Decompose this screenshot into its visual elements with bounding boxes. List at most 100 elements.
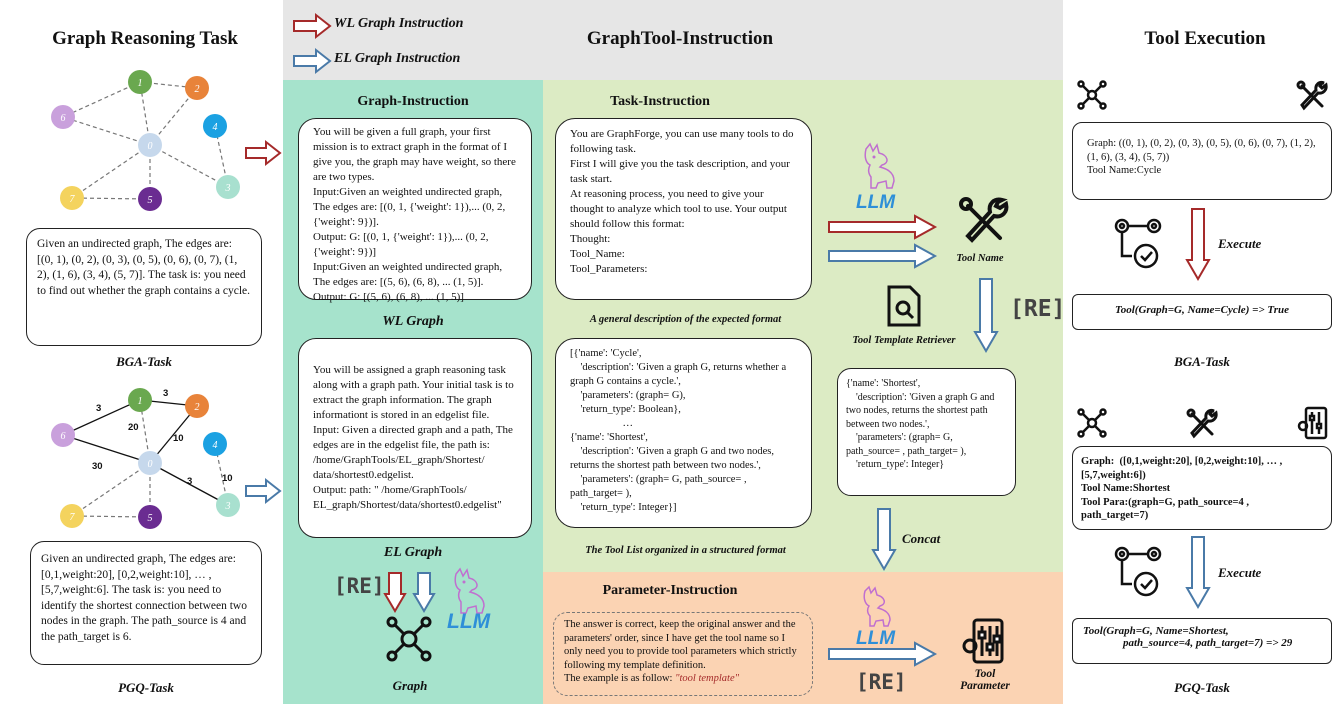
header-band bbox=[283, 0, 1063, 80]
wl-arrow-left bbox=[245, 139, 282, 167]
el-down-arrow bbox=[412, 572, 436, 613]
tool-parameter-icon bbox=[962, 618, 1004, 664]
bga-task-box: Given an undirected graph, The edges are… bbox=[26, 228, 262, 346]
graph-reasoning-task-title: Graph Reasoning Task bbox=[52, 28, 238, 49]
node-label: 5 bbox=[148, 195, 153, 206]
bga-result-box: Tool(Graph=G, Name=Cycle) => True bbox=[1072, 294, 1332, 330]
node-label: 1 bbox=[138, 78, 143, 89]
wl-instruction-box: You will be given a full graph, your fir… bbox=[298, 118, 532, 303]
bga-task-caption: BGA-Task bbox=[116, 354, 172, 369]
pgq-task-text: Given an undirected graph, The edges are… bbox=[41, 553, 250, 643]
graph-icon bbox=[1077, 80, 1107, 110]
node-label: 0 bbox=[148, 141, 153, 152]
el-graph-caption: EL Graph bbox=[383, 545, 443, 560]
wl-arrow-to-tool bbox=[828, 214, 938, 240]
el-legend-label: EL Graph Instruction bbox=[334, 51, 461, 66]
tools-icon bbox=[1186, 408, 1218, 439]
regex-icon: [RE] bbox=[334, 574, 385, 598]
regex-icon: [RE] bbox=[856, 670, 907, 694]
wl-instruction-text: You will be given a full graph, your fir… bbox=[313, 126, 516, 303]
pgq-result-box: Tool(Graph=G, Name=Shortest, path_source… bbox=[1072, 618, 1332, 664]
concat-label: Concat bbox=[902, 531, 941, 546]
tool-list-box: [{'name': 'Cycle', 'description': 'Given… bbox=[555, 338, 812, 528]
node-label: 2 bbox=[195, 84, 200, 95]
gears-check-icon bbox=[1114, 218, 1162, 269]
edge-weight-label: 3 bbox=[187, 476, 192, 487]
llama-icon bbox=[454, 567, 485, 614]
llm-label: LLM bbox=[856, 192, 896, 213]
bga-result-text: (Graph=G, Name=Cycle) => True bbox=[1134, 304, 1289, 316]
format-description-box: You are GraphForge, you can use many too… bbox=[555, 118, 812, 300]
tool-list-caption: The Tool List organized in a structured … bbox=[585, 545, 786, 556]
node-label: 2 bbox=[195, 402, 200, 413]
el-arrow-to-tool bbox=[828, 243, 938, 269]
graph-instruction-title: Graph-Instruction bbox=[357, 94, 469, 109]
tool-list-text: [{'name': 'Cycle', 'description': 'Given… bbox=[570, 348, 787, 513]
execute-label: Execute bbox=[1218, 565, 1262, 580]
node-label: 7 bbox=[70, 194, 76, 205]
el-arrow-left bbox=[245, 477, 282, 505]
task-instruction-title: Task-Instruction bbox=[610, 94, 710, 109]
pgq-task-box: Given an undirected graph, The edges are… bbox=[30, 541, 262, 665]
execute-label: Execute bbox=[1218, 236, 1262, 251]
tool-name-label: Tool Name bbox=[956, 253, 1004, 264]
pgq-task-caption: PGQ-Task bbox=[118, 680, 174, 695]
node-label: 3 bbox=[225, 501, 231, 512]
edge-weight-label: 3 bbox=[96, 403, 101, 414]
bga-execution-input-text: Graph: ((0, 1), (0, 2), (0, 3), (0, 5), … bbox=[1087, 138, 1316, 176]
regex-icon: [RE] bbox=[1010, 296, 1066, 322]
wl-legend-label: WL Graph Instruction bbox=[334, 16, 464, 31]
edge-weight-label: 30 bbox=[92, 461, 103, 472]
tool-execution-title: Tool Execution bbox=[1144, 28, 1266, 49]
el-instruction-text: You will be assigned a graph reasoning t… bbox=[313, 364, 514, 511]
node-label: 5 bbox=[148, 513, 153, 524]
bga-result-tool: Tool bbox=[1115, 304, 1135, 316]
node-label: 6 bbox=[61, 113, 66, 124]
el-legend-arrow bbox=[293, 47, 332, 75]
llama-icon bbox=[864, 142, 895, 189]
graph-icon bbox=[386, 616, 432, 662]
node-label: 4 bbox=[213, 122, 218, 133]
tools-icon bbox=[1296, 80, 1328, 111]
pgq-execution-input-text: Graph: ([0,1,weight:20], [0,2,weight:10]… bbox=[1081, 456, 1283, 521]
format-description-caption: A general description of the expected fo… bbox=[589, 314, 782, 325]
el-arrow-to-parameter bbox=[828, 641, 938, 667]
edge-weight-label: 3 bbox=[163, 388, 168, 399]
wl-graph-caption: WL Graph bbox=[382, 314, 444, 329]
wl-down-arrow bbox=[383, 572, 407, 613]
node-label: 0 bbox=[148, 459, 153, 470]
edge-weight-label: 20 bbox=[128, 422, 139, 433]
pgq-result-line1: Tool(Graph=G, Name=Shortest, bbox=[1083, 625, 1229, 637]
edge-weight-label: 10 bbox=[173, 433, 184, 444]
wl-down-arrow-execute bbox=[1185, 208, 1211, 281]
pgq-execution-caption: PGQ-Task bbox=[1174, 680, 1230, 695]
format-description-text: You are GraphForge, you can use many too… bbox=[570, 128, 794, 275]
llama-icon bbox=[863, 585, 891, 627]
bga-graph: 0 1 2 3 4 5 6 7 bbox=[51, 70, 240, 211]
node-label: 7 bbox=[70, 512, 76, 523]
tool-template-retriever-label: Tool Template Retriever bbox=[852, 335, 956, 346]
pgq-execution-input-box: Graph: ([0,1,weight:20], [0,2,weight:10]… bbox=[1072, 446, 1332, 530]
pgq-result-line2: path_source=4, path_target=7) => 29 bbox=[1123, 637, 1293, 649]
bga-execution-input-box: Graph: ((0, 1), (0, 2), (0, 3), (0, 5), … bbox=[1072, 122, 1332, 200]
parameter-example-prefix: The example is as follow: bbox=[564, 673, 676, 684]
parameter-instruction-title: Parameter-Instruction bbox=[602, 583, 738, 598]
llm-label: LLM bbox=[447, 610, 491, 633]
pgq-graph: 3 3 20 10 30 3 10 0 1 2 3 4 5 6 7 bbox=[51, 388, 240, 529]
llm-label: LLM bbox=[856, 628, 896, 649]
el-down-arrow-concat bbox=[871, 508, 897, 571]
gears-check-icon bbox=[1114, 546, 1162, 597]
search-document-icon bbox=[887, 285, 921, 327]
wl-legend-arrow bbox=[293, 12, 332, 40]
tool-parameter-label: Tool Parameter bbox=[960, 668, 1010, 692]
node-label: 3 bbox=[225, 183, 231, 194]
node-label: 1 bbox=[138, 396, 143, 407]
tool-parameter-icon bbox=[1297, 406, 1328, 440]
graph-icon bbox=[1077, 408, 1107, 438]
parameter-instruction-box: The answer is correct, keep the original… bbox=[553, 612, 813, 696]
graph-label: Graph bbox=[392, 678, 428, 693]
bga-task-text: Given an undirected graph, The edges are… bbox=[37, 238, 250, 297]
tool-template-box: {'name': 'Shortest', 'description': 'Giv… bbox=[837, 368, 1016, 496]
parameter-instruction-text: The answer is correct, keep the original… bbox=[564, 619, 800, 671]
tools-icon bbox=[959, 197, 1009, 243]
